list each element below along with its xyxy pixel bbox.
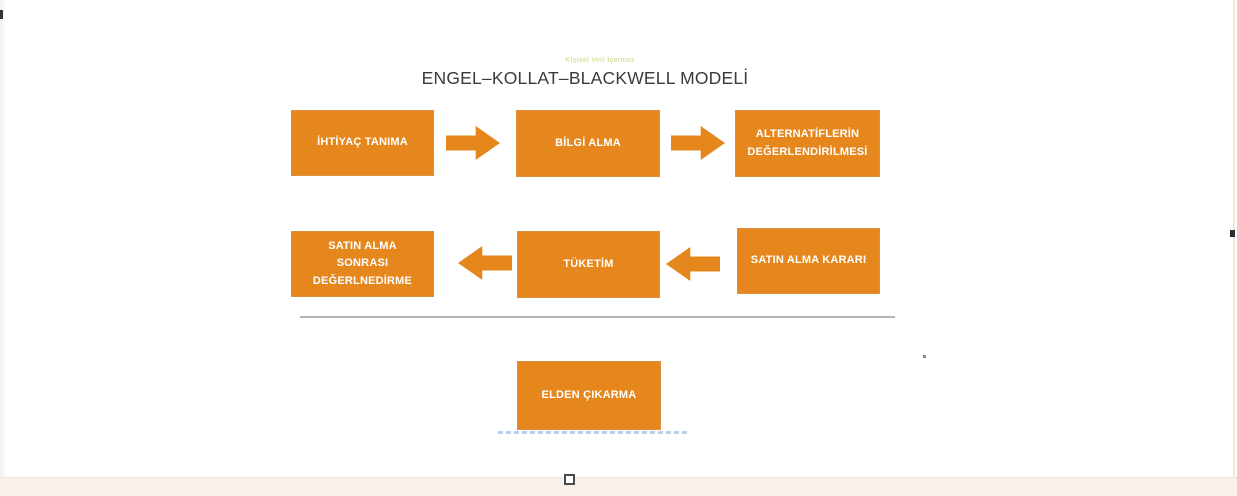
selection-handle[interactable]	[564, 474, 575, 485]
page-right-edge-line	[1233, 0, 1235, 496]
watermark-text: Kişisel Veri İçermez	[565, 57, 635, 64]
stray-dot	[923, 355, 926, 358]
footer-strip	[0, 477, 1237, 496]
page-edge-mark	[1230, 230, 1235, 237]
flow-box-information-search: BİLGİ ALMA	[516, 110, 660, 177]
flow-box-need-recognition: İHTİYAÇ TANIMA	[291, 110, 434, 176]
clipped-caption	[498, 431, 690, 434]
page-edge-mark	[0, 10, 3, 19]
slide-title: ENGEL–KOLLAT–BLACKWELL MODELİ	[421, 68, 749, 88]
arrow-left-icon	[458, 246, 512, 280]
arrow-right-icon	[446, 126, 500, 160]
arrow-left-icon	[666, 247, 720, 281]
flow-box-post-purchase-evaluation: SATIN ALMA SONRASI DEĞERLNEDİRME	[291, 231, 434, 297]
flow-box-consumption: TÜKETİM	[517, 231, 660, 298]
flow-box-alternatives-evaluation: ALTERNATİFLERİN DEĞERLENDİRİLMESİ	[735, 110, 880, 177]
divider-line	[300, 316, 895, 318]
arrow-right-icon	[671, 126, 725, 160]
page-left-edge-shading	[0, 0, 6, 496]
flow-box-disposal: ELDEN ÇIKARMA	[517, 361, 661, 430]
flow-box-purchase-decision: SATIN ALMA KARARI	[737, 228, 880, 294]
